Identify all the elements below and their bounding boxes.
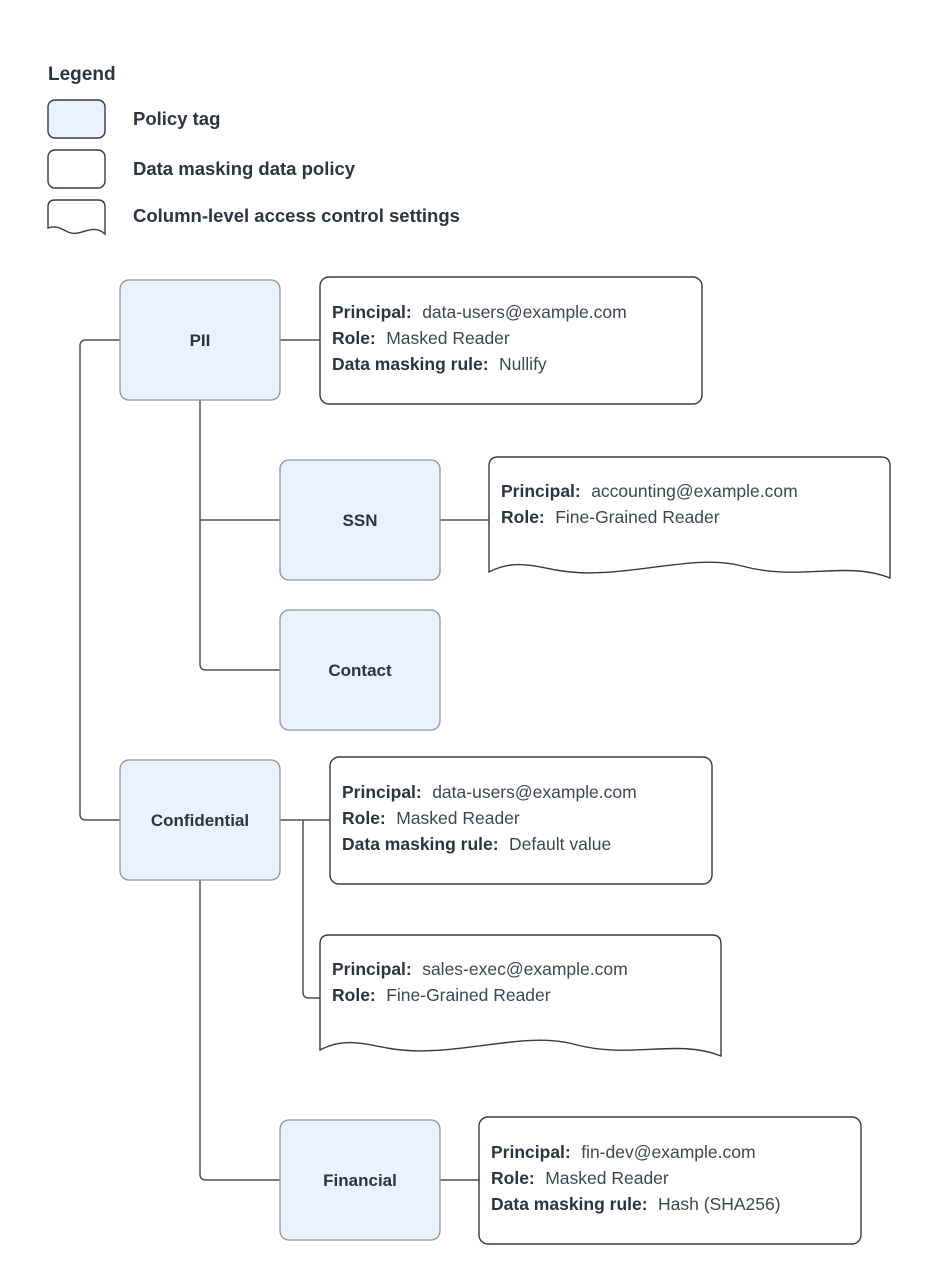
legend-item-label: Policy tag [133,108,220,129]
legend: Legend Policy tag Data masking data poli… [47,64,460,236]
node-confidential[interactable]: Confidential [119,759,281,881]
node-contact-box[interactable] [279,609,441,731]
data-masking-policy-swatch-icon [47,149,106,189]
policy-line-principal: Principal: fin-dev@example.com [491,1142,756,1162]
legend-item-column-level-access-control: Column-level access control settings [47,199,460,236]
legend-item-policy-tag: Policy tag [47,99,220,139]
policy-line-role: Role: Fine-Grained Reader [501,507,720,527]
node-confidential-box[interactable] [119,759,281,881]
policy-line-role: Role: Masked Reader [342,808,520,828]
connector-pii-children-spine [199,400,280,671]
node-financial[interactable]: Financial [279,1119,441,1241]
policy-line-role: Role: Fine-Grained Reader [332,985,551,1005]
node-pii[interactable]: PII [119,279,281,401]
node-ssn-box[interactable] [279,459,441,581]
policy-line-masking-rule: Data masking rule: Default value [342,834,611,854]
legend-item-data-masking-data-policy: Data masking data policy [47,149,356,189]
node-pii-label: PII [190,331,211,350]
connector-layer [79,339,489,1181]
node-ssn[interactable]: SSN [279,459,441,581]
legend-item-label: Data masking data policy [133,158,356,179]
policy-tag-swatch-icon [47,99,106,139]
policy-box-confidential-access-frame[interactable] [319,934,722,1058]
node-financial-box[interactable] [279,1119,441,1241]
policy-box-confidential-access[interactable]: Principal: sales-exec@example.com Role: … [319,934,722,1058]
node-confidential-label: Confidential [151,811,249,830]
policy-box-pii-masking[interactable]: Principal: data-users@example.com Role: … [319,276,703,405]
policy-line-role: Role: Masked Reader [332,328,510,348]
policy-box-ssn-access-frame[interactable] [488,456,891,580]
policy-box-ssn-access[interactable]: Principal: accounting@example.com Role: … [488,456,891,580]
node-contact-label: Contact [328,661,392,680]
policy-box-financial-masking-frame[interactable] [478,1116,862,1245]
connector-confidential-children-spine [199,880,280,1181]
policy-box-confidential-masking[interactable]: Principal: data-users@example.com Role: … [329,756,713,885]
column-access-swatch-icon [47,199,106,236]
policy-line-masking-rule: Data masking rule: Hash (SHA256) [491,1194,781,1214]
policy-line-principal: Principal: data-users@example.com [342,782,637,802]
node-contact[interactable]: Contact [279,609,441,731]
node-ssn-label: SSN [343,511,378,530]
policy-box-confidential-masking-frame[interactable] [329,756,713,885]
node-financial-label: Financial [323,1171,397,1190]
policy-box-pii-masking-frame[interactable] [319,276,703,405]
node-pii-box[interactable] [119,279,281,401]
connector-spine-root [79,339,120,821]
legend-title: Legend [48,64,116,85]
legend-item-label: Column-level access control settings [133,205,460,226]
policy-line-principal: Principal: accounting@example.com [501,481,798,501]
policy-line-principal: Principal: data-users@example.com [332,302,627,322]
policy-line-masking-rule: Data masking rule: Nullify [332,354,547,374]
policy-box-financial-masking[interactable]: Principal: fin-dev@example.com Role: Mas… [478,1116,862,1245]
policy-line-role: Role: Masked Reader [491,1168,669,1188]
connector-confidential-to-access-policy [302,820,320,999]
policy-line-principal: Principal: sales-exec@example.com [332,959,628,979]
